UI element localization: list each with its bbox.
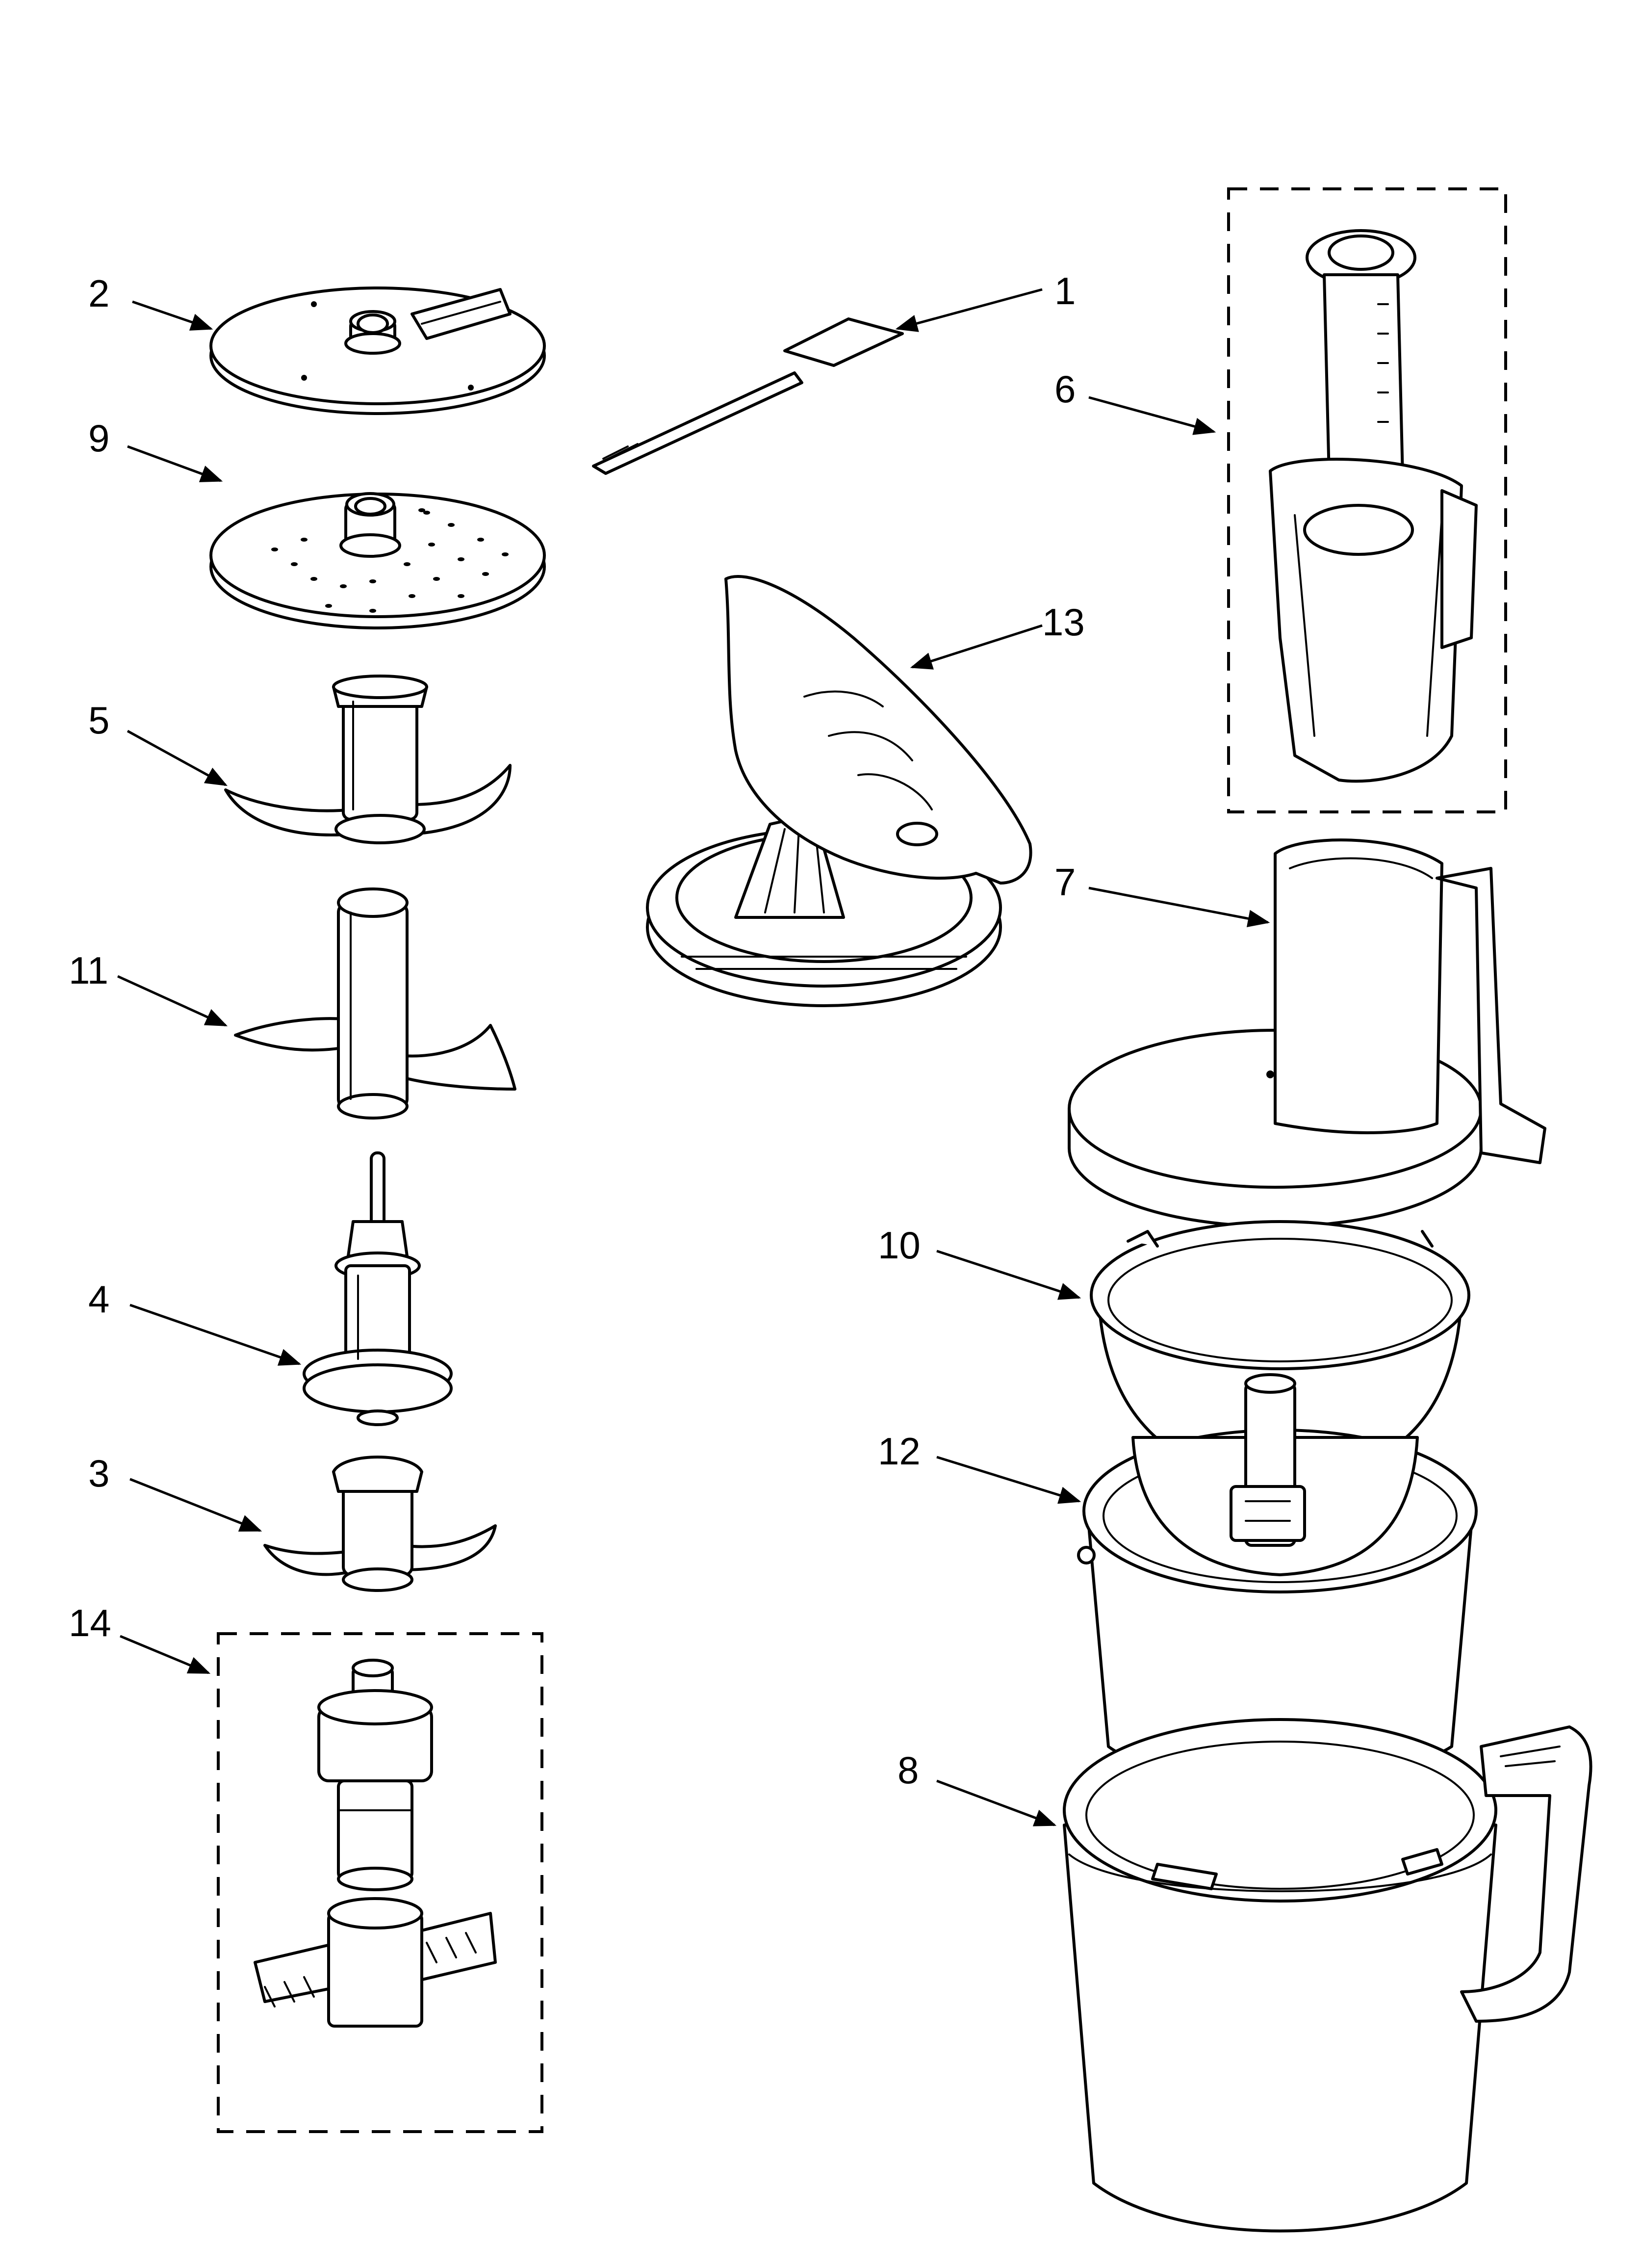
callout-9: 9 — [88, 417, 109, 460]
callout-5: 5 — [88, 699, 109, 742]
callout-13: 13 — [1042, 600, 1085, 644]
leader-7 — [1088, 886, 1270, 928]
leader-5 — [127, 730, 228, 786]
part-8 — [1063, 1718, 1592, 2233]
leader-lines — [117, 288, 1270, 1826]
leader-4 — [129, 1303, 302, 1366]
leader-1 — [895, 288, 1043, 332]
callout-2: 2 — [88, 272, 109, 315]
shredding-holes — [271, 508, 509, 613]
part-12 — [1077, 1373, 1478, 1781]
part-3 — [263, 1456, 497, 1592]
part-6 — [1227, 187, 1507, 813]
leader-3 — [129, 1478, 262, 1532]
leader-13 — [910, 624, 1043, 670]
callout-12: 12 — [878, 1430, 921, 1473]
leader-12 — [936, 1456, 1081, 1504]
callout-3: 3 — [88, 1452, 109, 1495]
part-11 — [234, 887, 516, 1120]
callout-11: 11 — [69, 949, 108, 992]
part-2 — [209, 287, 546, 415]
leader-9 — [127, 445, 223, 482]
part-13 — [646, 575, 1032, 1007]
callout-1: 1 — [1054, 269, 1076, 313]
part-9 — [209, 492, 546, 629]
callout-7: 7 — [1054, 860, 1076, 904]
kit-boundary — [217, 1632, 543, 2133]
leader-14 — [120, 1635, 211, 1674]
leader-2 — [132, 300, 213, 331]
callout-14: 14 — [69, 1601, 111, 1644]
part-7 — [1068, 838, 1546, 1228]
part-5 — [224, 675, 512, 844]
kit-boundary-6 — [1227, 187, 1507, 813]
leader-11 — [117, 975, 228, 1027]
part-4 — [303, 1151, 453, 1426]
callout-8: 8 — [898, 1748, 919, 1792]
leader-10 — [936, 1250, 1081, 1300]
part-14 — [217, 1632, 543, 2133]
part-1 — [592, 317, 904, 475]
leader-6 — [1088, 396, 1216, 435]
leader-8 — [936, 1779, 1057, 1826]
callout-labels: 2 9 5 11 4 3 14 1 13 6 7 10 12 8 — [69, 269, 1085, 1792]
callout-4: 4 — [88, 1277, 109, 1321]
callout-10: 10 — [878, 1224, 921, 1267]
callout-6: 6 — [1054, 367, 1076, 411]
